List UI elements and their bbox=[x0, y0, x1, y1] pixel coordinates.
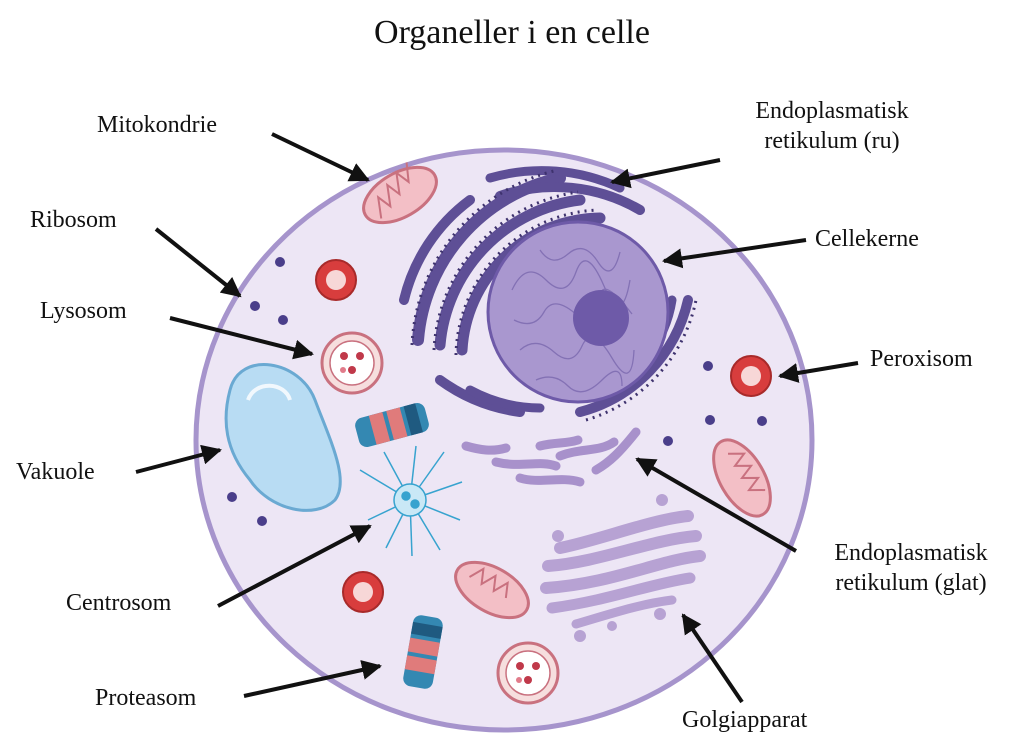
label-centrosom: Centrosom bbox=[66, 590, 172, 616]
golgi-vesicles bbox=[552, 494, 668, 642]
lysosome bbox=[320, 331, 384, 395]
peroxisome bbox=[342, 571, 384, 613]
peroxisome bbox=[730, 355, 772, 397]
centrosome bbox=[359, 445, 463, 557]
proteasome bbox=[403, 615, 443, 689]
vacuole-highlight bbox=[246, 383, 292, 401]
chromatin bbox=[511, 247, 635, 393]
label-vakuole: Vakuole bbox=[16, 459, 95, 485]
label-proteasom: Proteasom bbox=[95, 685, 197, 711]
label-ribosom: Ribosom bbox=[30, 207, 117, 233]
mitochondrion-bottom bbox=[454, 560, 530, 620]
lysosome bbox=[496, 641, 560, 705]
proteasome bbox=[355, 402, 429, 448]
label-er-glat: Endoplasmatisk retikulum (glat) bbox=[800, 538, 1022, 598]
pointer-arrows bbox=[135, 132, 859, 704]
label-mitokondrie: Mitokondrie bbox=[97, 112, 217, 138]
label-er-glat-line2: retikulum (glat) bbox=[835, 570, 987, 596]
label-er-ru-line1: Endoplasmatisk bbox=[755, 98, 909, 124]
peroxisome bbox=[315, 259, 357, 301]
rough-er-ribosomes bbox=[410, 168, 698, 422]
label-er-glat-line1: Endoplasmatisk bbox=[834, 540, 988, 566]
smooth-er bbox=[461, 427, 641, 487]
mitochondrion-right bbox=[712, 438, 772, 518]
label-lysosom: Lysosom bbox=[40, 298, 127, 324]
vacuole bbox=[224, 363, 342, 512]
label-er-ru-line2: retikulum (ru) bbox=[764, 128, 900, 154]
free-ribosomes bbox=[227, 257, 767, 526]
diagram-title: Organeller i en celle bbox=[374, 14, 650, 51]
golgi-apparatus bbox=[540, 510, 706, 629]
mitochondrion-top bbox=[362, 162, 438, 225]
label-cellekerne: Cellekerne bbox=[815, 226, 919, 252]
nucleolus bbox=[573, 290, 629, 346]
label-golgiapparat: Golgiapparat bbox=[682, 707, 808, 733]
label-peroxisom: Peroxisom bbox=[870, 346, 973, 372]
label-er-ru: Endoplasmatisk retikulum (ru) bbox=[722, 96, 942, 156]
